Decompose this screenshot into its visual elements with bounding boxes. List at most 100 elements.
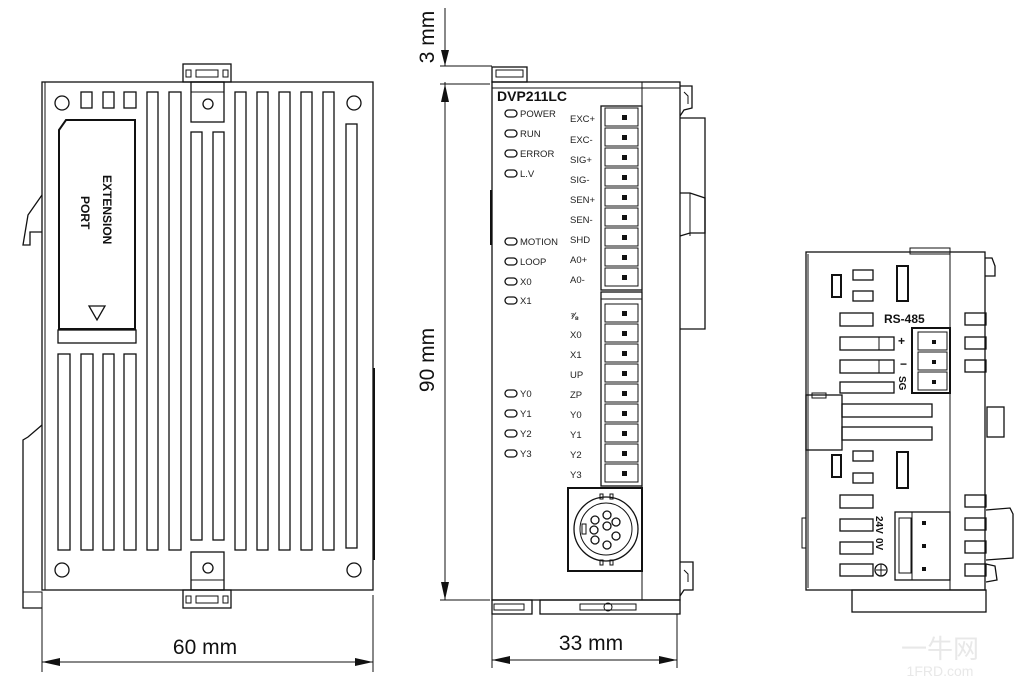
top-offset-label: 3 mm xyxy=(416,11,439,64)
led-y2: Y2 xyxy=(520,429,532,440)
terminal-screw xyxy=(604,187,639,207)
led-group-top: POWER RUN ERROR L.V xyxy=(504,109,556,180)
terminal-screw xyxy=(604,423,639,443)
led-indicator-icon xyxy=(504,277,518,286)
terminal-screw xyxy=(604,383,639,403)
led-indicator-icon xyxy=(504,129,518,138)
vent-slot xyxy=(168,91,182,551)
led-indicator-icon xyxy=(504,257,518,266)
arrow-left-icon xyxy=(42,658,60,666)
terminal-y0: Y0 xyxy=(570,410,582,421)
depth-dimension-label: 33 mm xyxy=(559,632,623,655)
terminal-up: UP xyxy=(570,370,583,381)
led-indicator-icon xyxy=(504,449,518,458)
terminal-screw xyxy=(604,147,639,167)
led-error: ERROR xyxy=(520,149,554,160)
led-y0: Y0 xyxy=(520,389,532,400)
rs485-plus-pin: + xyxy=(898,334,905,348)
terminal-screw xyxy=(604,127,639,147)
vent-slot xyxy=(190,131,203,541)
arrow-right-icon xyxy=(355,658,373,666)
terminal-screw xyxy=(604,463,639,483)
watermark-line2: 1FRD.com xyxy=(907,663,974,679)
led-run: RUN xyxy=(520,129,541,140)
bottom-tab xyxy=(182,589,232,609)
extension-port-cover xyxy=(58,119,136,330)
rs485-minus-pin: − xyxy=(900,357,907,371)
vent-slot xyxy=(322,91,335,551)
terminal-screw xyxy=(604,267,639,287)
vent-slot xyxy=(345,123,358,549)
terminal-block-upper: EXC+ EXC- SIG+ SIG- SEN+ SEN- SHD A0+ A0… xyxy=(570,105,643,291)
terminal-a0-plus: A0+ xyxy=(570,255,588,266)
terminal-shd: SHD xyxy=(570,235,590,246)
led-indicator-icon xyxy=(504,169,518,178)
watermark: 一牛网 1FRD.com xyxy=(901,634,979,679)
rear-view: RS-485 + − SG 24V 0V xyxy=(801,247,1014,613)
mount-hole xyxy=(346,562,362,578)
terminal-screw xyxy=(604,107,639,127)
triangle-marker-icon xyxy=(87,305,107,322)
terminal-screw xyxy=(604,323,639,343)
rs485-terminal xyxy=(911,327,951,394)
model-label: DVP211LC xyxy=(497,88,567,104)
led-indicator-icon xyxy=(504,389,518,398)
mount-hole xyxy=(54,95,70,111)
terminal-x0: X0 xyxy=(570,330,582,341)
rs485-label: RS-485 xyxy=(884,312,925,326)
arrow-right-icon xyxy=(659,656,677,664)
height-dimension-label: 90 mm xyxy=(416,328,439,392)
arrow-down-icon xyxy=(441,50,449,66)
terminal-screw xyxy=(604,303,639,323)
led-y3: Y3 xyxy=(520,449,532,460)
extension-port-label-line1: EXTENSION xyxy=(100,175,114,244)
mount-hole xyxy=(346,95,362,111)
arrow-down-icon xyxy=(441,582,449,600)
watermark-line1: 一牛网 xyxy=(901,634,979,664)
terminal-sen-minus: SEN- xyxy=(570,215,593,226)
terminal-block-lower: ⅞ X0 X1 UP ZP Y0 Y1 Y2 Y3 xyxy=(570,291,643,487)
led-x1: X1 xyxy=(520,296,532,307)
led-indicator-icon xyxy=(504,409,518,418)
led-group-bottom: Y0 Y1 Y2 Y3 xyxy=(504,389,532,460)
terminal-zp: ZP xyxy=(570,390,582,401)
led-indicator-icon xyxy=(504,237,518,246)
led-power: POWER xyxy=(520,109,556,120)
terminal-y3: Y3 xyxy=(570,470,582,481)
side-view: EXTENSION PORT 60 mm xyxy=(22,63,375,672)
led-indicator-icon xyxy=(504,429,518,438)
top-tab xyxy=(182,63,232,83)
terminal-x1: X1 xyxy=(570,350,582,361)
common-symbol-icon: ⅞ xyxy=(570,311,579,322)
terminal-sen-plus: SEN+ xyxy=(570,195,596,206)
led-y1: Y1 xyxy=(520,409,532,420)
terminal-exc-minus: EXC- xyxy=(570,135,593,146)
vent-slot xyxy=(256,91,269,551)
vent-slot xyxy=(212,131,225,541)
led-x0: X0 xyxy=(520,277,532,288)
led-indicator-icon xyxy=(504,109,518,118)
width-dimension-label: 60 mm xyxy=(173,636,237,659)
led-lv: L.V xyxy=(520,169,535,180)
mini-din-port xyxy=(567,487,643,572)
vent-slot xyxy=(300,91,313,551)
arrow-left-icon xyxy=(492,656,510,664)
din-clip-top xyxy=(22,194,43,246)
terminal-screw xyxy=(604,227,639,247)
din-clip-bottom xyxy=(22,424,43,609)
terminal-screw xyxy=(604,343,639,363)
power-24v-label: 24V xyxy=(873,516,884,534)
terminal-screw xyxy=(604,247,639,267)
power-0v-label: 0V xyxy=(873,538,884,551)
terminal-exc-plus: EXC+ xyxy=(570,114,596,125)
mount-hole xyxy=(54,562,70,578)
terminal-sig-plus: SIG+ xyxy=(570,155,592,166)
terminal-screw xyxy=(604,167,639,187)
front-view: 90 mm 3 mm DVP211LC POWER RUN ERROR L.V xyxy=(416,8,706,668)
led-group-middle: MOTION LOOP X0 X1 xyxy=(504,237,558,307)
led-indicator-icon xyxy=(504,296,518,305)
terminal-y1: Y1 xyxy=(570,430,582,441)
terminal-screw xyxy=(604,403,639,423)
terminal-a0-minus: A0- xyxy=(570,275,585,286)
